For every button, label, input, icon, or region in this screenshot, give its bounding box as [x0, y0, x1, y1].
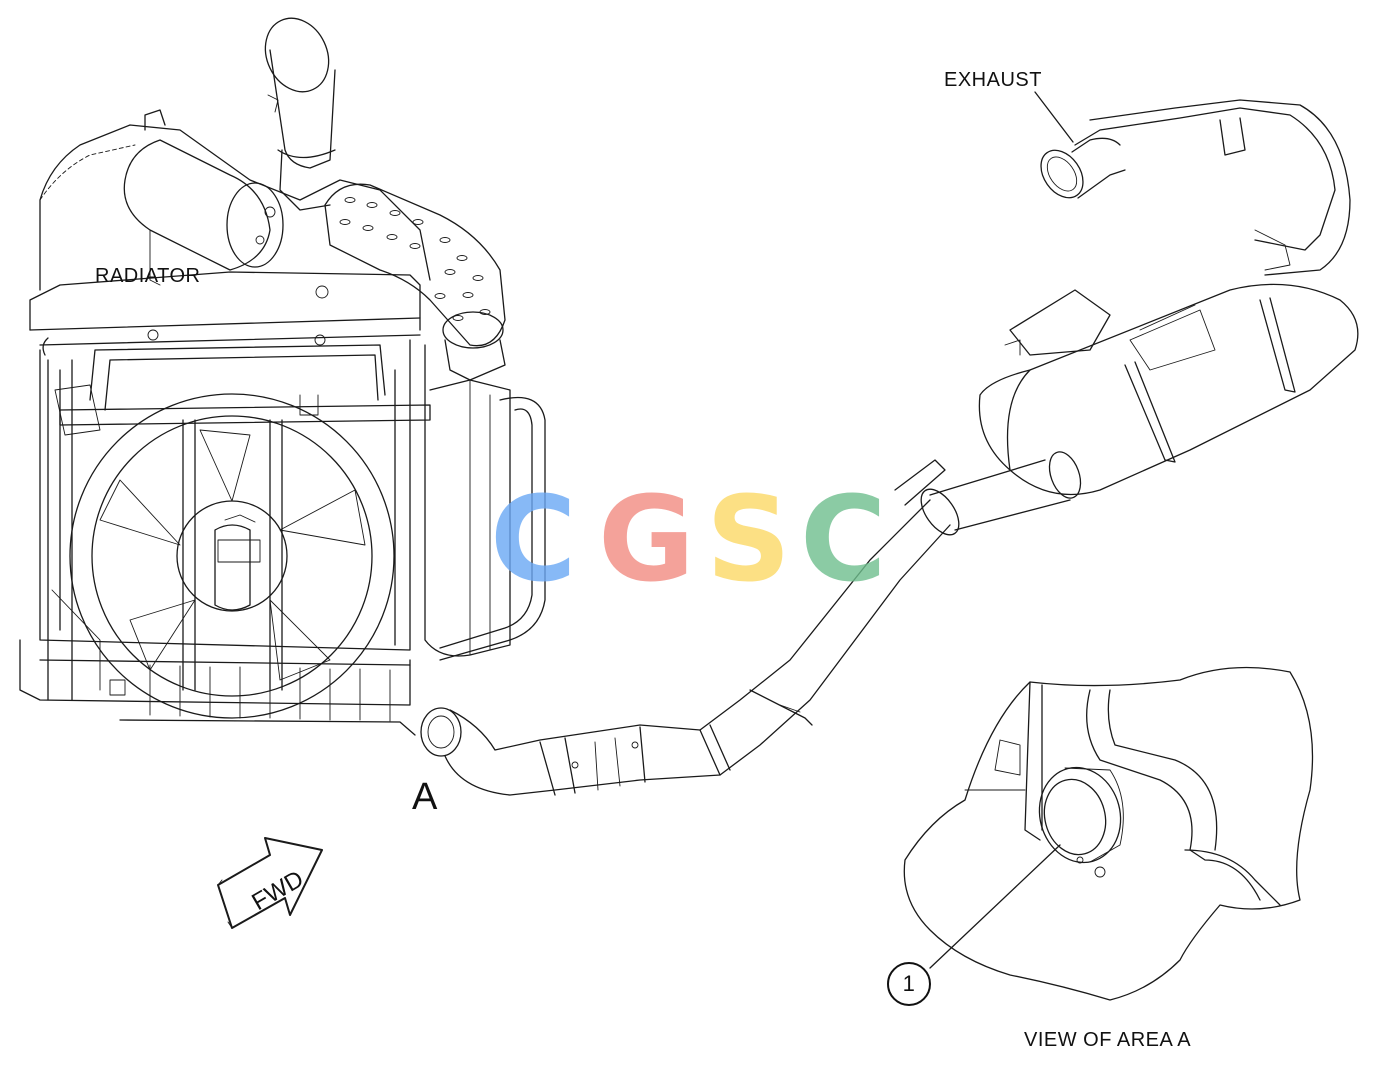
detail-view-a: [903, 666, 1314, 1001]
heat-shield: [324, 183, 506, 381]
view-of-area-a-caption: VIEW OF AREA A: [1024, 1029, 1192, 1051]
watermark-letter-c: C: [490, 470, 577, 608]
exhaust-stack: [264, 17, 336, 211]
air-cleaner: [123, 109, 284, 286]
watermark: C G S C: [490, 470, 887, 608]
exhaust-pipe: [420, 451, 1082, 796]
callout-1-bubble: 1: [887, 962, 931, 1006]
fwd-label: FWD: [247, 865, 308, 916]
area-a-label: A: [412, 776, 438, 818]
fan: [99, 429, 366, 681]
watermark-letter-s: S: [706, 470, 791, 608]
fwd-arrow: FWD: [217, 837, 323, 929]
muffler: [978, 99, 1359, 496]
radiator-assembly: [19, 124, 546, 736]
radiator-label: RADIATOR: [95, 265, 201, 287]
exhaust-leader: [1034, 91, 1074, 143]
watermark-letter-g: G: [598, 470, 695, 608]
exhaust-label: EXHAUST: [944, 69, 1042, 91]
watermark-letter-c2: C: [800, 470, 887, 608]
callout-leader: [929, 844, 1061, 969]
